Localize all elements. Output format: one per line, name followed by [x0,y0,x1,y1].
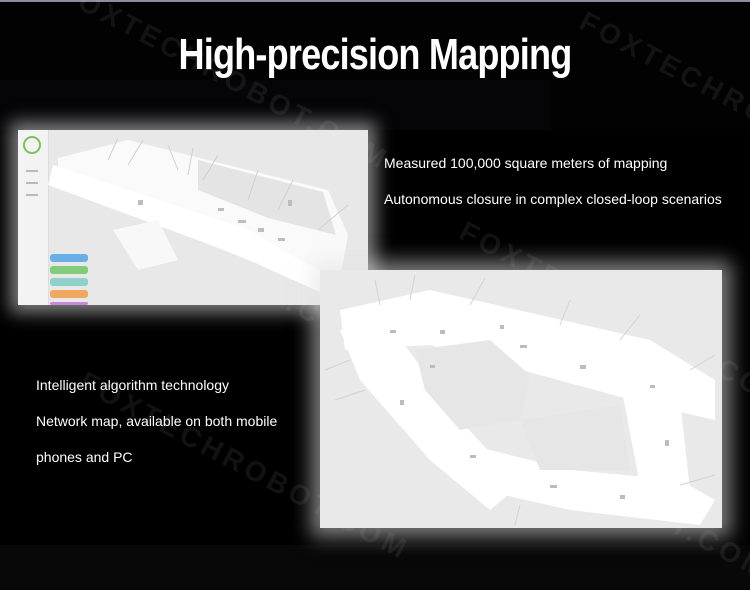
text-panel-left [0,305,310,545]
feature-line: Measured 100,000 square meters of mappin… [384,155,668,171]
occupancy-map-a [48,137,353,305]
map-tool-button[interactable] [50,302,88,305]
page-title: High-precision Mapping [178,30,573,79]
map-tool-button[interactable] [50,254,88,262]
app-logo-icon [23,136,41,154]
map-tool-button[interactable] [50,278,88,286]
top-divider [0,0,750,2]
map-tool-button[interactable] [50,290,88,298]
feature-line: Autonomous closure in complex closed-loo… [384,191,722,207]
bottom-panel [0,545,750,590]
feature-line: phones and PC [36,449,133,465]
map-screenshot-software [18,130,368,305]
menu-line-icon [26,170,38,172]
map-tool-button[interactable] [50,266,88,274]
menu-line-icon [26,182,38,184]
feature-line: Intelligent algorithm technology [36,377,230,393]
feature-line: Network map, available on both mobile [36,413,278,429]
menu-line-icon [26,194,38,196]
feature-block-technology: Intelligent algorithm technology Network… [36,377,277,465]
occupancy-map-b [324,274,716,526]
text-panel-top [365,130,750,265]
app-sidebar [18,130,49,305]
map-screenshot-loop [320,270,722,528]
backdrop-panel [0,80,550,130]
feature-block-mapping: Measured 100,000 square meters of mappin… [384,155,722,207]
